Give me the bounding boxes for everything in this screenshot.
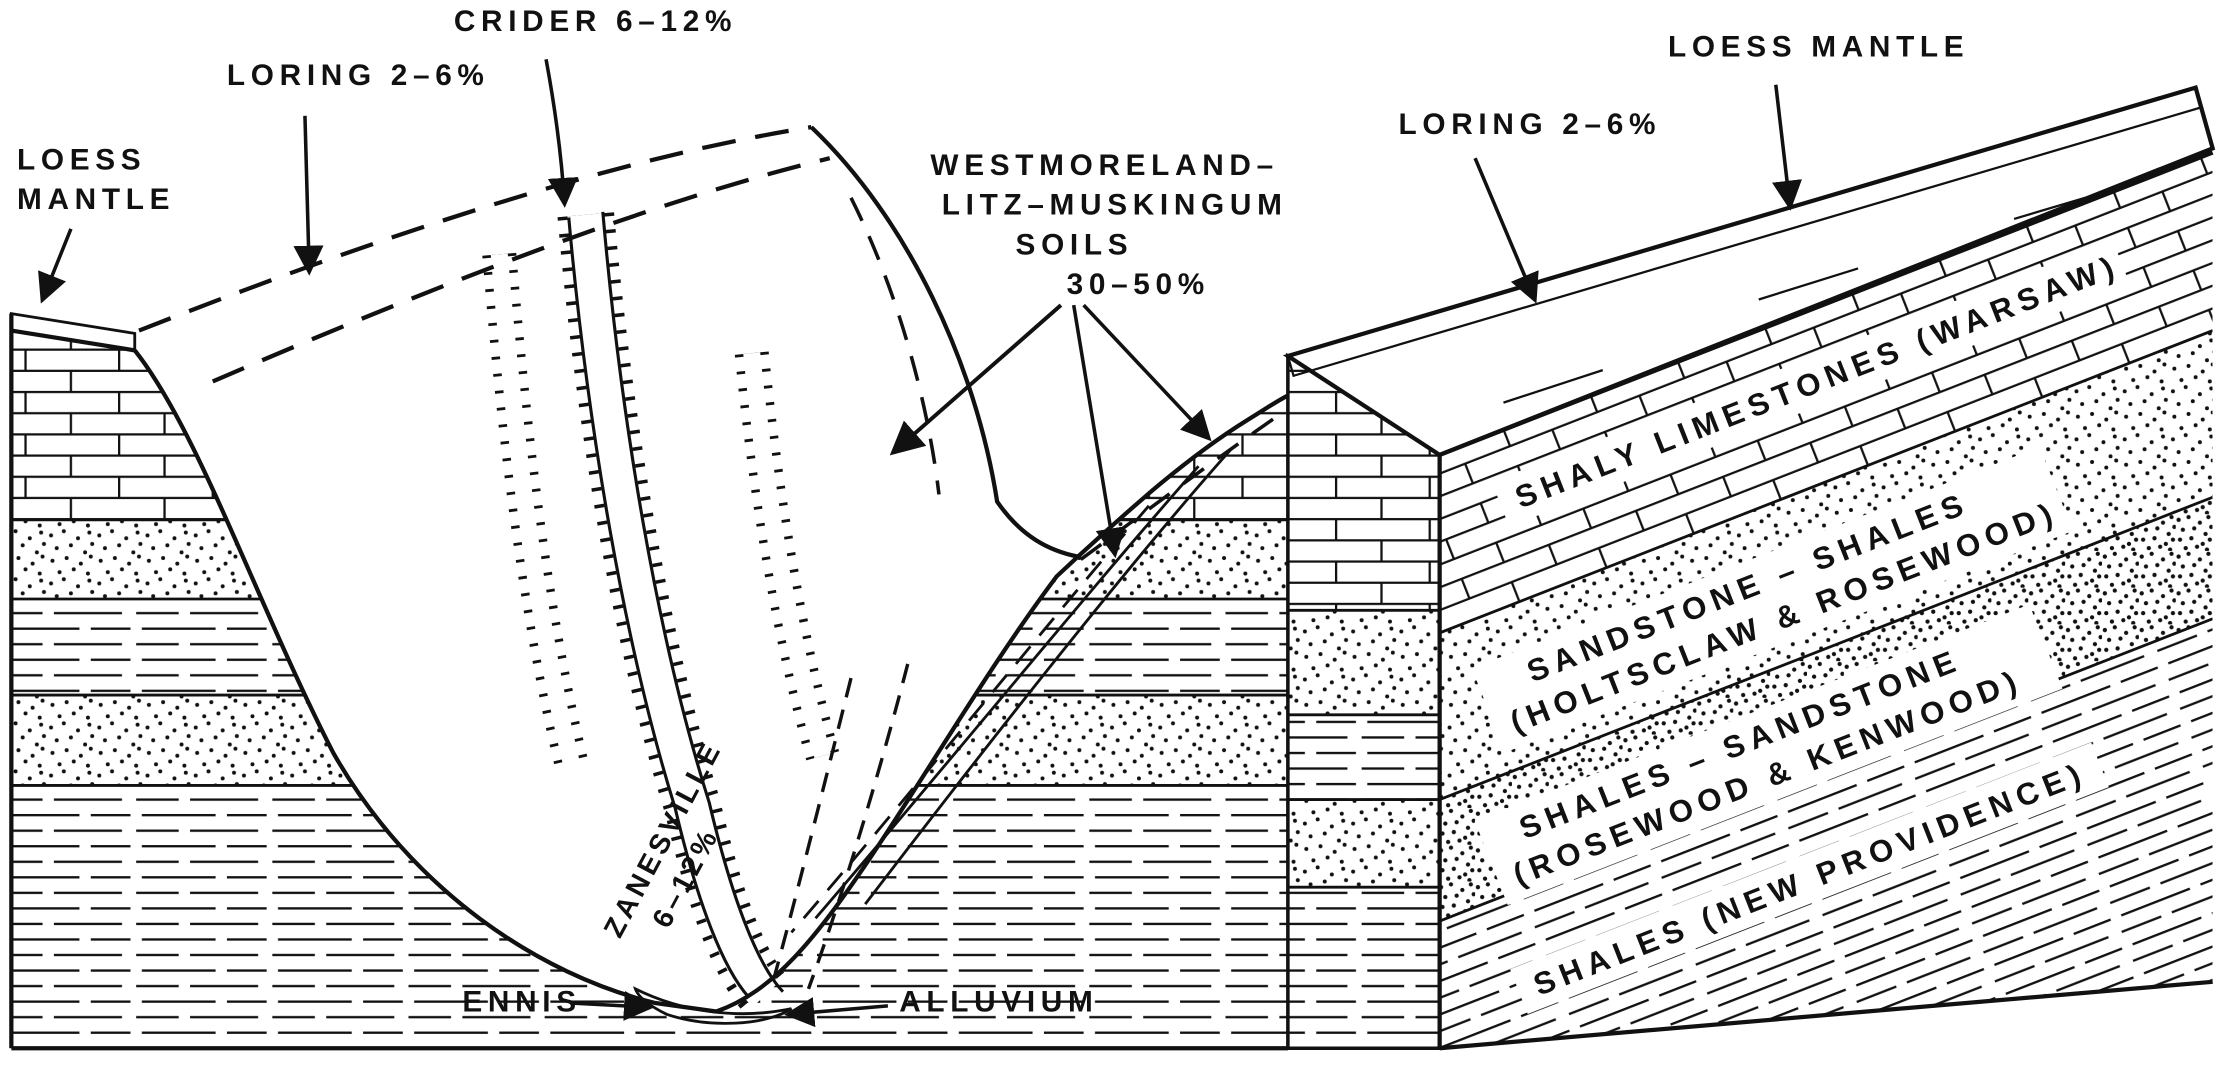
arrow-loring-right [1473, 157, 1539, 304]
label-westmoreland-line1: WESTMORELAND– [930, 149, 1278, 182]
arrow-ennis [570, 990, 655, 1021]
label-westmoreland-line2: LITZ–MUSKINGUM [942, 189, 1288, 222]
valley-surface [134, 0, 1288, 1012]
gully-bank-left [567, 217, 751, 999]
arrow-alluvium [784, 997, 889, 1028]
valley-left-rim [133, 349, 717, 1014]
loess-boundary-dashed-upper [138, 125, 812, 333]
arrow-loess-left [38, 228, 73, 304]
loess-cap-right [1286, 86, 2203, 378]
label-crider: CRIDER 6–12% [454, 5, 737, 38]
label-ennis: ENNIS [462, 986, 581, 1019]
valley-details [11, 125, 1289, 1025]
valley-right-rim [715, 393, 1289, 1014]
left-block-outline [9, 313, 1288, 1051]
arrow-loess-right [1772, 84, 1802, 211]
loring-boundary-dashed [211, 156, 831, 384]
gully-bank-right [601, 211, 785, 993]
loess-cap-left [9, 311, 137, 353]
rb-surface-cracks [1503, 196, 2086, 404]
label-alluvium: ALLUVIUM [899, 986, 1098, 1019]
arrow-westmoreland-2 [1071, 304, 1126, 559]
label-loring-right: LORING 2–6% [1399, 108, 1662, 141]
zanesville-strip-dashed [806, 663, 910, 990]
arrow-westmoreland-1 [889, 303, 1063, 456]
arrow-crider [544, 59, 578, 208]
zanesville-strip-dashed [771, 677, 853, 983]
rb-left-sandstone-lower [1287, 799, 1440, 888]
label-loess-mantle-left-line2: MANTLE [17, 183, 175, 216]
label-loring-left: LORING 2–6% [227, 59, 490, 92]
label-loess-mantle-right: LOESS MANTLE [1668, 31, 1969, 64]
rb-left-shale-lower [1287, 887, 1440, 1049]
label-westmoreland-percent: 30–50% [1067, 268, 1210, 301]
spur-boundary-dashed [849, 196, 941, 495]
soil-boundary-dashed [790, 504, 1150, 934]
label-loess-mantle-left-line1: LOESS [17, 144, 146, 177]
rb-left-shale-upper [1287, 714, 1440, 800]
label-westmoreland-line3: SOILS [1016, 228, 1134, 261]
spur-outline [809, 125, 1079, 559]
right-block: SHALY LIMESTONES (WARSAW) SANDSTONE – SH… [1282, 84, 2216, 1051]
rb-left-sandstone-upper [1287, 610, 1440, 715]
slope-line [864, 448, 1233, 905]
arrow-westmoreland-3 [1082, 303, 1212, 442]
arrow-loring-left [293, 115, 324, 276]
